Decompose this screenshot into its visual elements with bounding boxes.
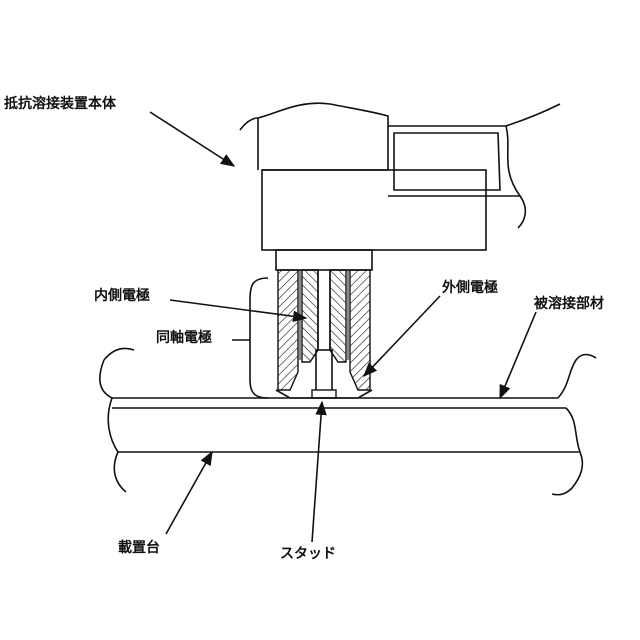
workpiece-and-table-shape — [100, 348, 596, 494]
coaxial-electrode-shape — [276, 250, 372, 398]
coaxial-bracket — [250, 278, 268, 398]
arrow-welder-body — [150, 112, 234, 166]
label-inner-electrode: 内側電極 — [94, 288, 150, 304]
label-mounting-table: 載置台 — [118, 540, 160, 556]
arrow-outer-electrode — [364, 296, 440, 376]
arrow-stud — [312, 402, 322, 542]
label-welder-body: 抵抗溶接装置本体 — [4, 96, 116, 112]
arrow-workpiece — [500, 312, 536, 398]
label-stud: スタッド — [280, 546, 336, 562]
arrow-mounting-table — [166, 452, 212, 534]
welder-body-shape — [240, 103, 560, 250]
label-outer-electrode: 外側電極 — [442, 280, 498, 296]
label-workpiece: 被溶接部材 — [534, 296, 604, 312]
label-coaxial-electrode: 同軸電極 — [156, 330, 212, 346]
